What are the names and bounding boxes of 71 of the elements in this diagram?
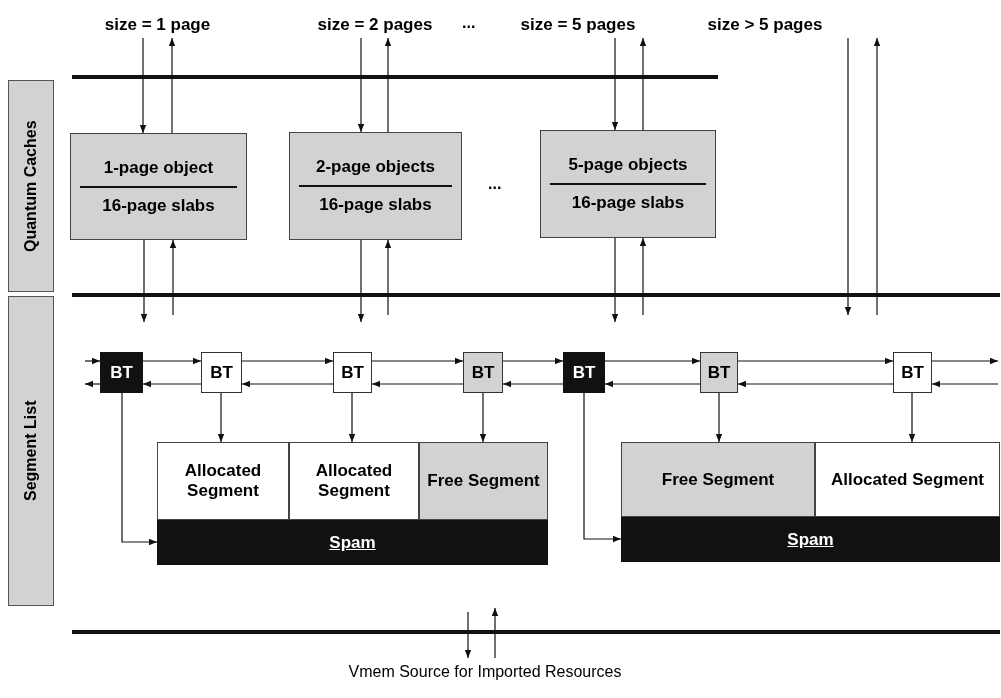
arrow (583, 392, 622, 543)
cache-box (289, 132, 462, 240)
segment-box: Allocated Segment (815, 442, 1000, 517)
arrow (931, 380, 999, 388)
bt-box: BT (700, 352, 738, 393)
section-band: Segment List (8, 296, 54, 606)
arrow (611, 237, 619, 323)
segment-box: Allocated Segment (289, 442, 419, 520)
arrow (142, 380, 202, 388)
arrow (139, 37, 147, 134)
ellipsis: ... (488, 175, 502, 193)
bt-box: BT (201, 352, 242, 393)
arrow (737, 357, 894, 365)
size-label: size = 1 page (85, 12, 230, 38)
arrow (502, 357, 564, 365)
arrow (217, 392, 225, 443)
arrow (604, 380, 701, 388)
arrow (639, 237, 647, 316)
arrow (384, 239, 392, 316)
bt-box: BT (563, 352, 605, 393)
spam-bar: Spam (157, 520, 548, 565)
arrow (873, 37, 881, 316)
arrow (140, 239, 148, 323)
cache-box (540, 130, 716, 238)
arrow (169, 239, 177, 316)
arrow (844, 37, 852, 316)
arrow (357, 37, 365, 133)
box-text: 1-page object (103, 157, 214, 178)
box-text: 16-page slabs (102, 195, 215, 216)
size-label: size > 5 pages (690, 12, 840, 38)
size-label: size = 5 pages (503, 12, 653, 38)
bt-box: BT (333, 352, 372, 393)
arrow (737, 380, 894, 388)
arrow (639, 37, 647, 131)
arrow (168, 37, 176, 134)
arrow (479, 392, 487, 443)
bt-box: BT (100, 352, 143, 393)
box-text: 16-page slabs (319, 195, 432, 215)
arrow (384, 37, 392, 133)
source-label: Vmem Source for Imported Resources (310, 658, 660, 686)
arrow (142, 357, 202, 365)
size-label: size = 2 pages (300, 12, 450, 38)
bt-box: BT (893, 352, 932, 393)
segment-box: Free Segment (621, 442, 815, 517)
arrow (491, 607, 499, 659)
box-text: 2-page objects (315, 157, 435, 177)
arrow (371, 357, 464, 365)
arrow (502, 380, 564, 388)
segment-box: Allocated Segment (157, 442, 289, 520)
arrow (241, 357, 334, 365)
arrow (241, 380, 334, 388)
segment-box: Free Segment (419, 442, 548, 520)
arrow (121, 392, 158, 546)
arrow (84, 357, 101, 365)
ellipsis: ... (462, 14, 476, 32)
spam-bar: Spam (621, 517, 1000, 562)
section-band: Quantum Caches (8, 80, 54, 292)
arrow (604, 357, 701, 365)
arrow (464, 611, 472, 659)
arrow (84, 380, 101, 388)
arrow (611, 37, 619, 131)
box-text: 16-page slabs (571, 193, 685, 213)
bt-box: BT (463, 352, 503, 393)
arrow (371, 380, 464, 388)
cache-box (70, 133, 247, 240)
arrow (348, 392, 356, 443)
arrow (357, 239, 365, 323)
arrow (931, 357, 999, 365)
arrow (908, 392, 916, 443)
box-text: 5-page objects (568, 155, 688, 175)
arrow (715, 392, 723, 443)
